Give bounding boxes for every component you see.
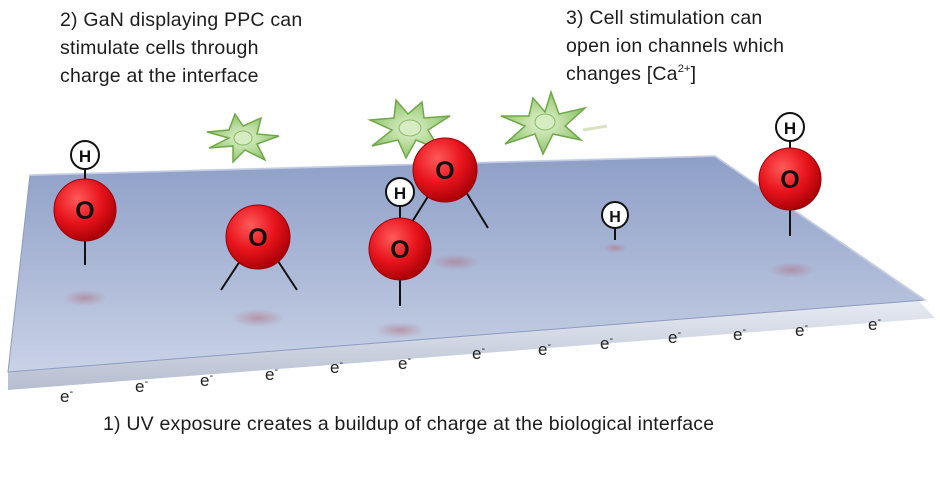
oxygen-atom: O [412,137,478,203]
cell-nucleus [398,119,422,137]
bond [465,191,489,229]
oxygen-label: O [248,224,267,252]
shadow [603,243,627,253]
oxygen-atom: O [225,204,291,270]
cell-left [206,112,280,164]
electron-symbol: e- [472,343,485,363]
caption-line: charge at the interface [60,65,259,87]
electron-symbol: e- [135,376,148,396]
caption-line: stimulate cells through [60,37,259,59]
hydrogen-label: H [394,184,406,203]
caption-line: 2) GaN displaying PPC can [60,9,303,31]
electron-symbol: e- [330,357,343,377]
hydrogen-atom: H [70,140,100,170]
oxygen-atom: O [368,217,432,281]
oxygen-label: O [75,197,94,225]
oxygen-atom: O [53,178,117,242]
molecule-shadows [63,243,814,338]
electron-symbol: e- [398,353,411,373]
oxygen-atoms: O O O O O [53,137,822,281]
caption-ppc-stimulation: 2) GaN displaying PPC can stimulate cell… [60,6,302,90]
caption-line: 3) Cell stimulation can [566,7,763,29]
caption-text: changes [Ca [566,63,678,85]
oxygen-label: O [435,157,454,185]
electron-symbol: e- [600,333,613,353]
caption-line: open ion channels which [566,35,785,57]
electron-symbol: e- [795,320,808,340]
hydrogen-label: H [609,209,621,226]
oxygen-label: O [780,166,799,194]
caption-ion-channels: 3) Cell stimulation can open ion channel… [566,4,784,88]
caption-uv-exposure: 1) UV exposure creates a buildup of char… [103,413,715,435]
shadow [232,309,284,327]
substrate-highlight [29,154,926,301]
electron-symbol: e- [868,314,881,334]
cell-nucleus [233,130,253,146]
electron-symbol: e- [538,339,551,359]
shadow [63,290,107,306]
bond [275,257,298,291]
cell-nucleus [534,113,556,131]
electron-symbol: e- [200,370,213,390]
shadow [770,262,814,278]
shadow [376,322,424,338]
oxygen-atom: O [758,147,822,211]
cell-process [582,124,608,132]
hydrogen-label: H [79,147,91,166]
hydrogen-atoms: H H H H [70,112,805,229]
electron-symbol: e- [60,386,73,406]
hydrogen-atom: H [601,201,629,229]
hydrogen-atom: H [385,177,415,207]
hydrogen-atom: H [775,112,805,142]
caption-text: ] [690,63,697,85]
caption-line: changes [Ca2+] [566,60,784,88]
bond [220,257,243,291]
ion-charge-superscript: 2+ [677,63,691,75]
oxygen-label: O [390,236,409,264]
electrons: e-e-e-e-e-e-e-e-e-e-e-e-e- [60,314,881,406]
electron-symbol: e- [265,364,278,384]
electron-symbol: e- [733,324,746,344]
cells [206,89,608,164]
substrate-edge [8,300,935,390]
electron-symbol: e- [668,327,681,347]
shadow [431,254,479,270]
cell-right [500,89,608,156]
hydrogen-label: H [784,119,796,138]
